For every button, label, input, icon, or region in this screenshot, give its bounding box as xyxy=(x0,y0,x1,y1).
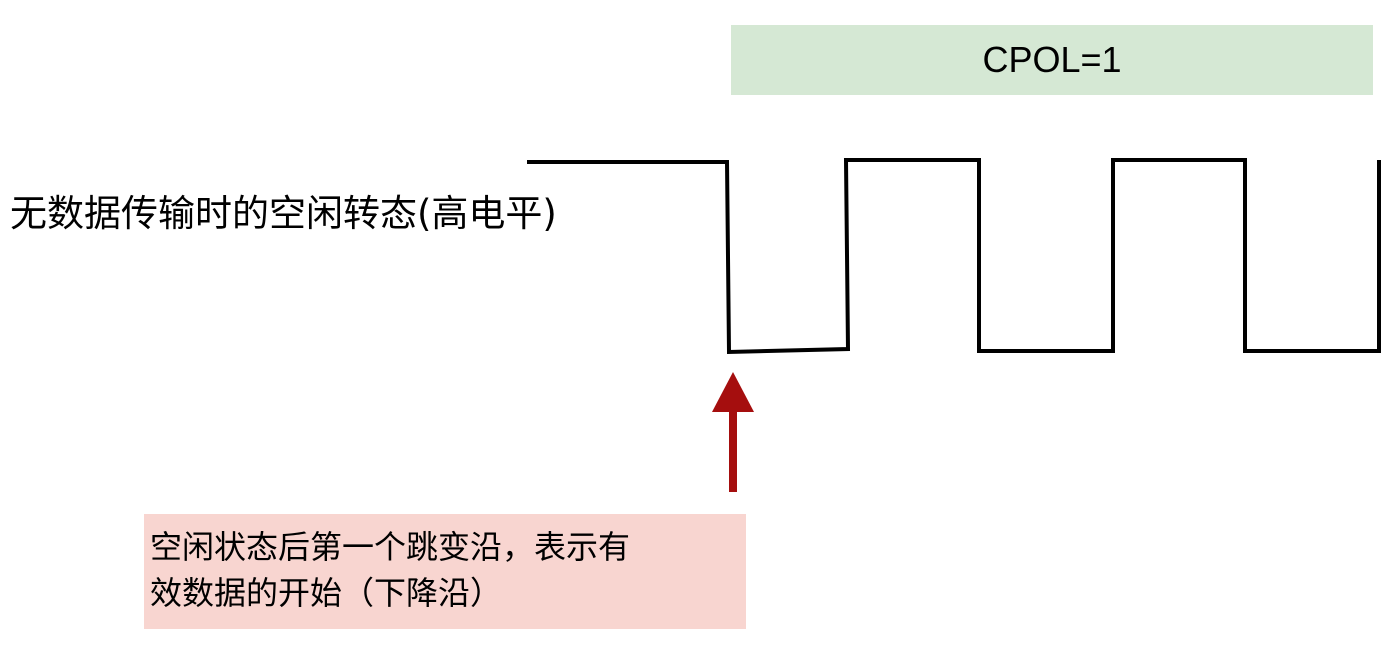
note-box-background xyxy=(144,514,746,629)
note-line-2: 效数据的开始（下降沿） xyxy=(150,574,503,612)
clock-waveform xyxy=(527,158,1381,355)
cpol-box-background xyxy=(731,25,1373,95)
falling-edge-arrow-head xyxy=(712,372,754,412)
cpol-label: CPOL=1 xyxy=(982,39,1122,80)
falling-edge-note: 空闲状态后第一个跳变沿，表示有 效数据的开始（下降沿） xyxy=(144,514,746,629)
note-line-1: 空闲状态后第一个跳变沿，表示有 xyxy=(150,528,631,566)
idle-state-label: 无数据传输时的空闲转态(高电平) xyxy=(10,192,557,235)
